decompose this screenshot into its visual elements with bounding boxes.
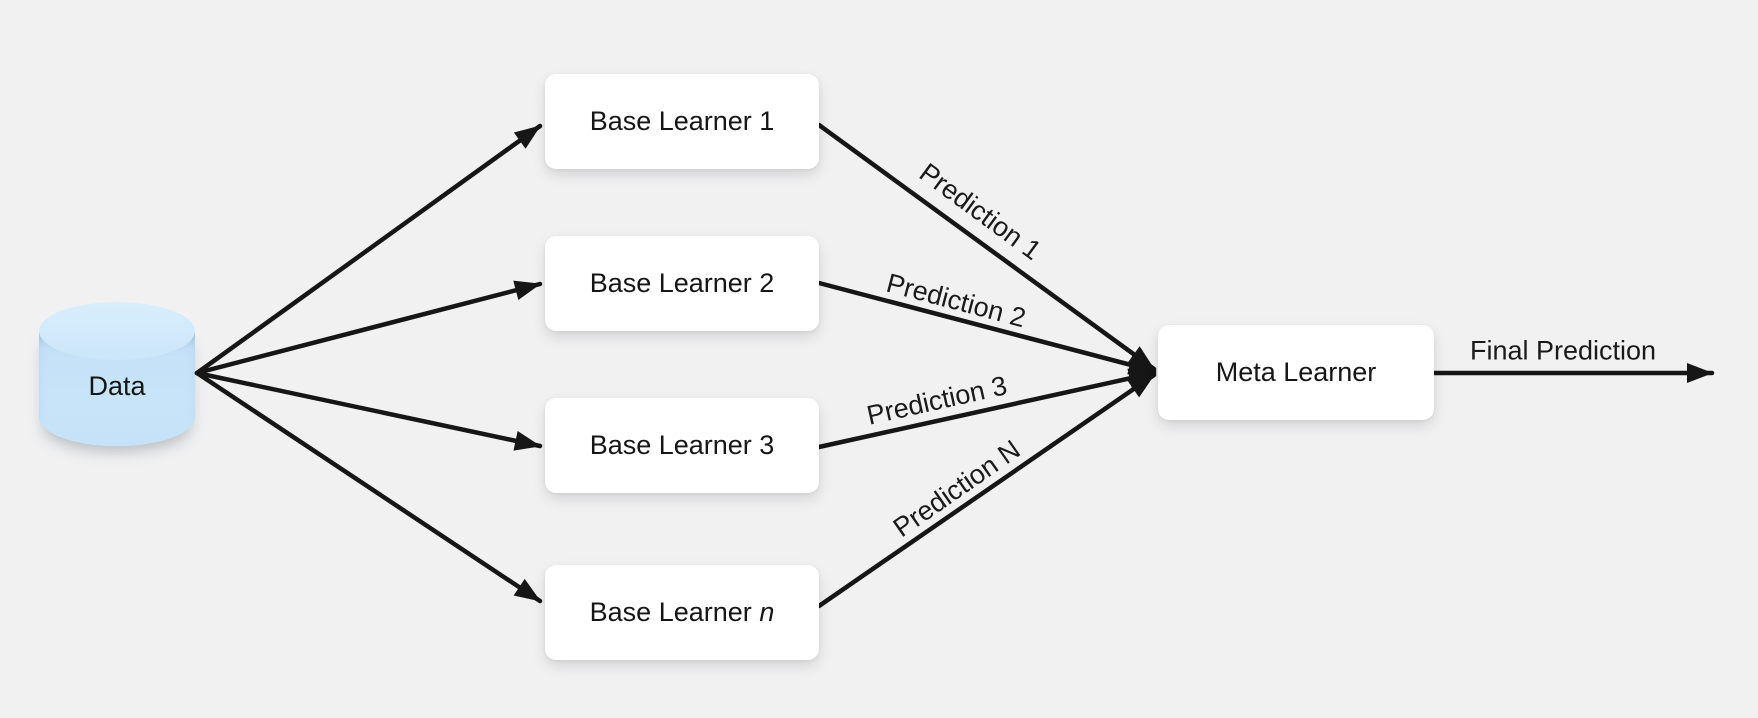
edge-label-final-prediction: Final Prediction bbox=[1469, 335, 1657, 366]
edge-data-to-bl1 bbox=[194, 123, 543, 376]
base-learner-1-node: Base Learner 1 bbox=[545, 74, 819, 169]
data-store-label: Data bbox=[88, 370, 146, 401]
edge-bl3-to-meta bbox=[816, 368, 1157, 450]
edge-data-to-bl3 bbox=[194, 370, 543, 451]
edge-data-to-bln bbox=[194, 370, 543, 604]
data-store-cylinder-top bbox=[39, 302, 195, 360]
base-learner-n-label-variable: n bbox=[759, 597, 775, 627]
base-learner-2-label: Base Learner 2 bbox=[589, 268, 775, 298]
edge-bln-to-meta bbox=[816, 372, 1157, 609]
base-learner-3-label: Base Learner 3 bbox=[589, 430, 775, 460]
edge-bl2-to-meta bbox=[816, 280, 1157, 375]
meta-learner-label: Meta Learner bbox=[1215, 357, 1377, 387]
edge-bl1-to-meta bbox=[816, 122, 1157, 372]
base-learner-1-label: Base Learner 1 bbox=[589, 106, 775, 136]
base-learner-n-label-prefix: Base Learner bbox=[589, 597, 752, 627]
base-learner-n-node: Base Learner n bbox=[545, 565, 819, 660]
edge-data-to-bl2 bbox=[194, 280, 543, 376]
base-learner-2-node: Base Learner 2 bbox=[545, 236, 819, 331]
base-learner-3-node: Base Learner 3 bbox=[545, 398, 819, 493]
meta-learner-node: Meta Learner bbox=[1158, 325, 1434, 420]
